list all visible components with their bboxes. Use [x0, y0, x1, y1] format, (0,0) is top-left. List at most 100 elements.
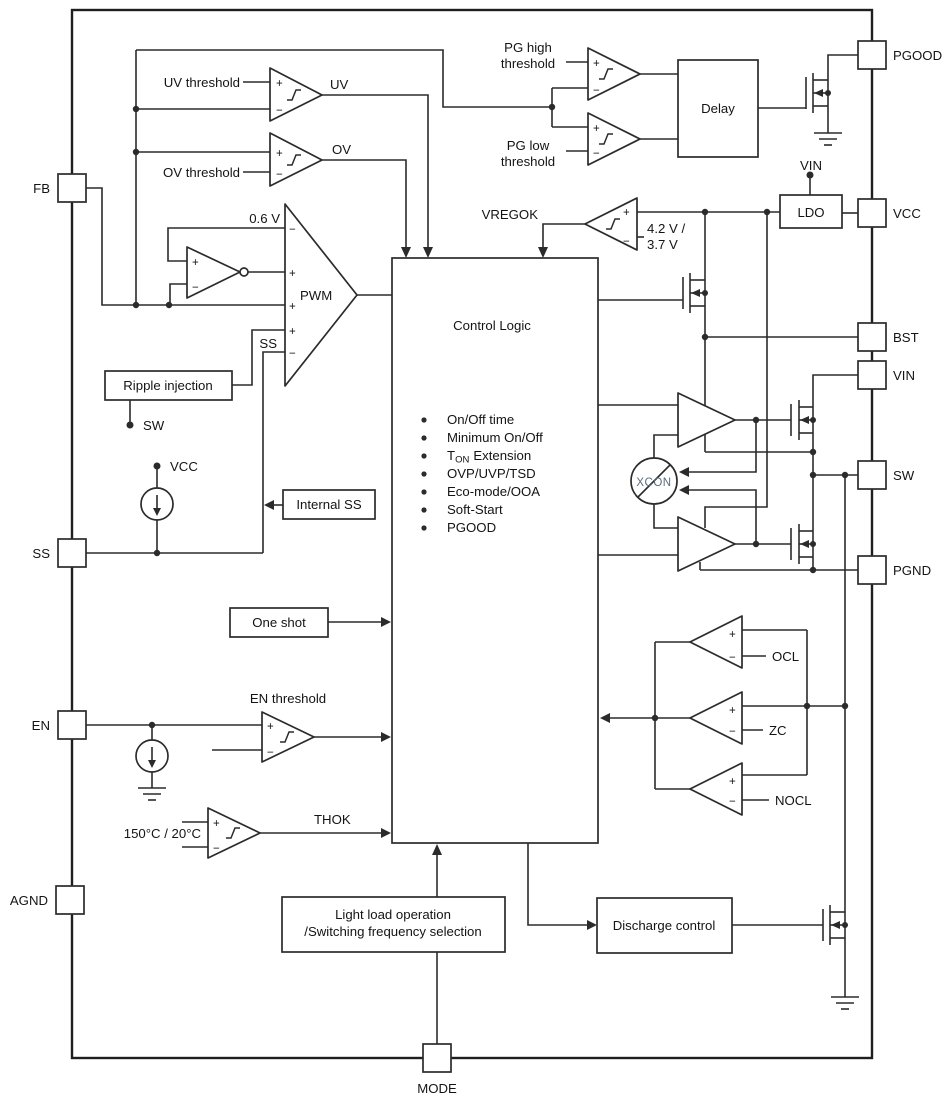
xcon-block: XCON	[630, 457, 678, 505]
discharge-mosfet	[822, 905, 846, 945]
one-shot-label: One shot	[252, 615, 306, 630]
error-amplifier	[186, 246, 241, 299]
minus-mark: −	[267, 747, 274, 759]
high-side-driver	[677, 392, 736, 448]
vcc-ok-threshold-label-2: 3.7 V	[647, 237, 678, 252]
discharge-control-label: Discharge control	[613, 918, 716, 933]
ground-symbols	[138, 132, 859, 1010]
pin-vin	[857, 360, 887, 390]
pin-label-sw: SW	[893, 468, 915, 483]
plus-mark: +	[289, 326, 296, 338]
uv-threshold-label: UV threshold	[164, 75, 240, 90]
minus-mark: −	[276, 105, 283, 117]
list-item: On/Off time	[447, 412, 514, 427]
light-load-label-2: /Switching frequency selection	[304, 924, 481, 939]
sw-net-label: SW	[143, 418, 165, 433]
comparators	[186, 47, 743, 859]
pin-label-vin: VIN	[893, 368, 915, 383]
internal-ss-block	[282, 489, 376, 520]
vcc-ok-comparator	[584, 197, 638, 251]
ss-input-label: SS	[259, 336, 277, 351]
pg-high-comparator	[587, 47, 641, 101]
hysteresis-icon	[599, 133, 613, 145]
zc-label: ZC	[769, 723, 787, 738]
ocl-comparator	[689, 615, 743, 669]
xcon-label: XCON	[636, 477, 671, 489]
pin-mode	[422, 1043, 452, 1073]
temp-threshold-label: 150°C / 20°C	[124, 826, 202, 841]
thok-label: THOK	[314, 812, 351, 827]
sw-terminal-dot	[126, 421, 134, 429]
ov-comparator	[269, 132, 323, 187]
nocl-comparator	[689, 762, 743, 816]
pin-label-en: EN	[32, 718, 50, 733]
internal-ss-label: Internal SS	[296, 497, 361, 512]
pin-en	[57, 710, 87, 740]
minus-mark: −	[192, 282, 199, 294]
pin-fb	[57, 173, 87, 203]
plus-mark: +	[267, 721, 274, 733]
light-load-label: Light load operation	[335, 907, 451, 922]
ldo-block	[779, 194, 843, 229]
minus-mark: −	[276, 169, 283, 181]
ocl-label: OCL	[772, 649, 799, 664]
signal-arrows	[264, 247, 689, 930]
ground-icon	[831, 996, 859, 1010]
pin-label-pgnd: PGND	[893, 563, 931, 578]
hysteresis-icon	[606, 218, 620, 230]
pin-bst	[857, 322, 887, 352]
pwm-comparator	[284, 203, 358, 387]
delay-block	[677, 59, 759, 158]
pin-label-bst: BST	[893, 330, 919, 345]
uv-comparator	[269, 67, 323, 122]
vcc-terminal-dot	[153, 462, 161, 470]
pin-label-vcc: VCC	[893, 206, 921, 221]
list-item: Soft-Start	[447, 502, 503, 517]
list-item: OVP/UVP/TSD	[447, 466, 536, 481]
pg-low-threshold-label: PG low	[507, 138, 550, 153]
ripple-injection-block	[104, 370, 233, 401]
plus-mark: +	[593, 123, 600, 135]
hysteresis-icon	[280, 731, 294, 743]
pg-low-comparator	[587, 112, 641, 166]
vin-net-label: VIN	[800, 158, 822, 173]
list-item: Minimum On/Off	[447, 430, 543, 445]
minus-mark: −	[289, 224, 296, 236]
pin-pgnd	[857, 555, 887, 585]
hysteresis-icon	[226, 827, 240, 839]
vin-terminal-dot	[806, 171, 814, 179]
ground-icon	[138, 787, 166, 801]
plus-mark: +	[729, 629, 736, 641]
hysteresis-icon	[287, 154, 301, 166]
pin-sw	[857, 460, 887, 490]
pwm-label: PWM	[300, 288, 332, 303]
en-current-source	[135, 739, 169, 773]
uv-signal-label: UV	[330, 77, 349, 92]
hysteresis-icons	[226, 68, 620, 839]
pg-low-threshold-label-2: threshold	[501, 154, 555, 169]
pin-pgood	[857, 40, 887, 70]
vcc-switch-mosfet	[682, 273, 706, 313]
zc-comparator	[689, 691, 743, 745]
hysteresis-icon	[287, 89, 301, 101]
control-logic-block	[391, 257, 599, 844]
junction-dots	[126, 90, 849, 928]
pin-vcc	[857, 198, 887, 228]
plus-mark: +	[623, 207, 630, 219]
pg-high-threshold-label-2: threshold	[501, 56, 555, 71]
vcc-ok-threshold-label: 4.2 V /	[647, 221, 685, 236]
one-shot-block	[229, 607, 329, 638]
pin-label-mode: MODE	[417, 1081, 457, 1096]
minus-mark: −	[593, 85, 600, 97]
ov-signal-label: OV	[332, 142, 351, 157]
minus-mark: −	[729, 652, 736, 664]
delay-label: Delay	[701, 101, 735, 116]
thermal-comparator	[207, 807, 261, 859]
pin-label-fb: FB	[33, 181, 50, 196]
plus-mark: +	[593, 58, 600, 70]
list-item: PGOOD	[447, 520, 496, 535]
